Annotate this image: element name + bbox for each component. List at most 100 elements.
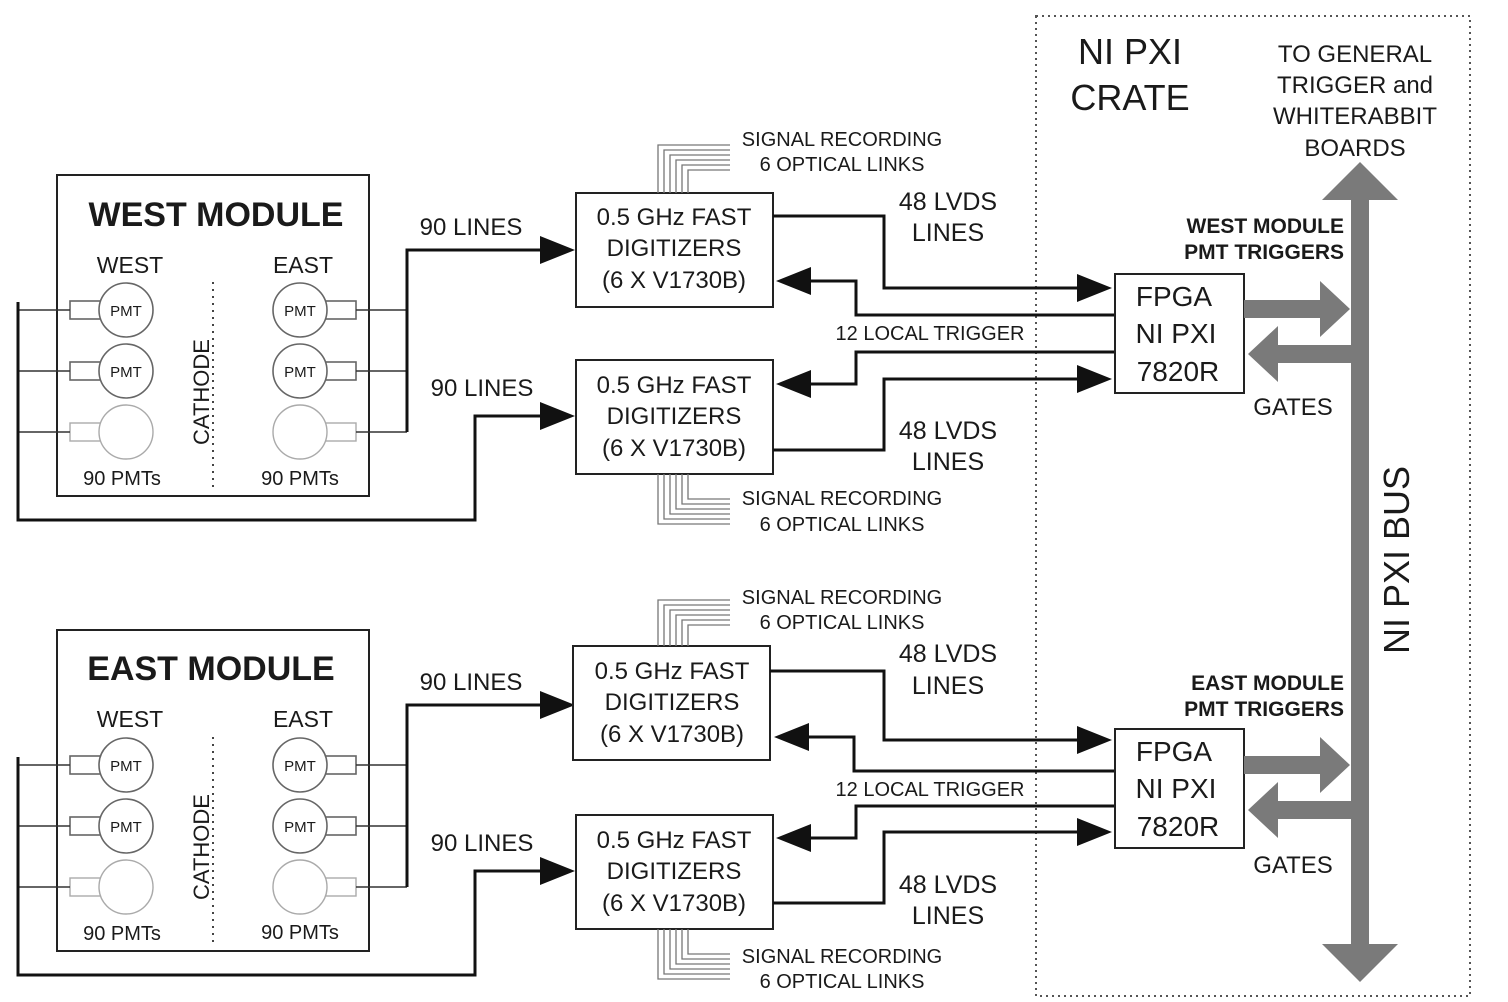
lvds-bottom-line2: LINES — [912, 902, 984, 930]
crate-title-line2: CRATE — [1070, 77, 1189, 118]
recording-bottom-line1: SIGNAL RECORDING — [742, 488, 942, 510]
pmt-east-1: PMT — [272, 737, 357, 793]
local-trigger-wire-top — [806, 735, 1115, 773]
east-pmt-count: 90 PMTs — [261, 922, 339, 944]
module-west-label: WEST — [97, 706, 163, 732]
local-trigger-wire-bottom — [806, 804, 1115, 840]
east-side-signal-wire — [405, 703, 548, 887]
digitizer-top-line1: 0.5 GHz FAST — [597, 204, 752, 231]
arrow-to-top-digitizer — [540, 236, 575, 264]
gates-arrow-from-bus — [1248, 326, 1351, 382]
recording-top-line1: SIGNAL RECORDING — [742, 129, 942, 151]
local-trigger-label: 12 LOCAL TRIGGER — [836, 323, 1025, 345]
east-pmt-count: 90 PMTs — [261, 468, 339, 490]
triggers-line1: EAST MODULE — [1191, 672, 1344, 695]
pmt-label: PMT — [284, 758, 316, 775]
trigger-arrow-to-bus — [1244, 737, 1350, 793]
digitizer-top-line2: DIGITIZERS — [607, 235, 742, 262]
lvds-wire-bottom — [773, 830, 1082, 905]
fpga-line2: NI PXI — [1136, 773, 1217, 804]
lvds-top-line1: 48 LVDS — [899, 640, 997, 668]
recording-bottom-line2: 6 OPTICAL LINKS — [760, 514, 925, 536]
lvds-top-line2: LINES — [912, 219, 984, 247]
optical-fibers-top — [657, 144, 730, 193]
bus-arrowhead-top — [1322, 162, 1398, 200]
lvds-wire-top — [773, 214, 1082, 290]
pmt-west-2: PMT — [69, 343, 154, 399]
digitizer-bottom-line1: 0.5 GHz FAST — [597, 372, 752, 399]
pmt-east-2: PMT — [272, 343, 357, 399]
arrow-lvds-bottom — [1077, 365, 1112, 393]
lines-label-top: 90 LINES — [420, 214, 523, 241]
pmt-west-1: PMT — [69, 282, 154, 338]
west-pmt-leads — [18, 764, 70, 888]
digitizer-bottom-line1: 0.5 GHz FAST — [597, 827, 752, 854]
arrow-to-top-digitizer — [540, 691, 575, 719]
lvds-wire-bottom — [773, 377, 1082, 452]
east-side-signal-wire — [405, 248, 548, 432]
digitizer-bottom-line3: (6 X V1730B) — [602, 435, 746, 462]
digitizer-bottom-line2: DIGITIZERS — [607, 403, 742, 430]
west-side-signal-wire — [16, 302, 548, 522]
pmt-east-1: PMT — [272, 282, 357, 338]
recording-bottom-line2: 6 OPTICAL LINKS — [760, 971, 925, 993]
pmt-west-ghost — [69, 404, 154, 460]
lines-label-top: 90 LINES — [420, 669, 523, 696]
arrow-to-bottom-digitizer — [540, 857, 575, 885]
east-pmt-leads — [356, 764, 407, 888]
cathode-label: CATHODE — [189, 339, 214, 445]
arrow-trigger-top — [774, 723, 809, 751]
digitizer-bottom-line3: (6 X V1730B) — [602, 890, 746, 917]
pmt-east-ghost — [272, 404, 357, 460]
digitizer-box-top — [572, 645, 771, 761]
digitizer-top-line3: (6 X V1730B) — [600, 721, 744, 748]
west-side-signal-wire — [16, 757, 548, 977]
lvds-bottom-line1: 48 LVDS — [899, 417, 997, 445]
arrow-to-bottom-digitizer — [540, 402, 575, 430]
triggers-line2: PMT TRIGGERS — [1184, 698, 1344, 721]
digitizer-top-line3: (6 X V1730B) — [602, 267, 746, 294]
pmt-west-2: PMT — [69, 798, 154, 854]
gates-label: GATES — [1253, 852, 1333, 879]
ni-pxi-crate-outline — [1035, 15, 1471, 997]
bus-shaft — [1351, 200, 1369, 944]
general-trigger-line2: TRIGGER and — [1277, 72, 1433, 99]
lines-label-bottom: 90 LINES — [431, 830, 534, 857]
fpga-line3: 7820R — [1137, 811, 1220, 842]
general-trigger-line3: WHITERABBIT — [1273, 103, 1437, 130]
fpga-box — [1114, 273, 1245, 394]
module-block-east: EAST MODULE WEST EAST CATHODE 90 PMTs 90… — [16, 587, 1351, 993]
pmt-east-2: PMT — [272, 798, 357, 854]
digitizer-box-top — [575, 192, 774, 308]
arrow-lvds-top — [1077, 726, 1112, 754]
optical-fibers-bottom — [657, 474, 730, 525]
module-title: WEST MODULE — [89, 196, 344, 234]
pmt-label: PMT — [284, 303, 316, 320]
module-east-label: EAST — [273, 252, 333, 278]
recording-top-line2: 6 OPTICAL LINKS — [760, 154, 925, 176]
west-pmt-count: 90 PMTs — [83, 923, 161, 945]
recording-bottom-line1: SIGNAL RECORDING — [742, 946, 942, 968]
digitizer-top-line2: DIGITIZERS — [605, 689, 740, 716]
lvds-bottom-line1: 48 LVDS — [899, 871, 997, 899]
recording-top-line2: 6 OPTICAL LINKS — [760, 612, 925, 634]
lvds-top-line2: LINES — [912, 672, 984, 700]
fpga-line1: FPGA — [1136, 736, 1213, 767]
module-title: EAST MODULE — [87, 650, 334, 688]
lvds-top-line1: 48 LVDS — [899, 188, 997, 216]
digitizer-box-bottom — [575, 359, 774, 475]
fpga-line2: NI PXI — [1136, 318, 1217, 349]
cathode-label: CATHODE — [189, 794, 214, 900]
module-west-label: WEST — [97, 252, 163, 278]
fpga-line3: 7820R — [1137, 356, 1220, 387]
triggers-line1: WEST MODULE — [1187, 215, 1345, 238]
pmt-label: PMT — [110, 303, 142, 320]
recording-top-line1: SIGNAL RECORDING — [742, 587, 942, 609]
pmt-west-ghost — [69, 859, 154, 915]
module-east-label: EAST — [273, 706, 333, 732]
arrow-trigger-bottom — [776, 370, 811, 398]
pmt-east-ghost — [272, 859, 357, 915]
optical-fibers-top — [657, 599, 730, 646]
arrow-trigger-top — [776, 267, 811, 295]
